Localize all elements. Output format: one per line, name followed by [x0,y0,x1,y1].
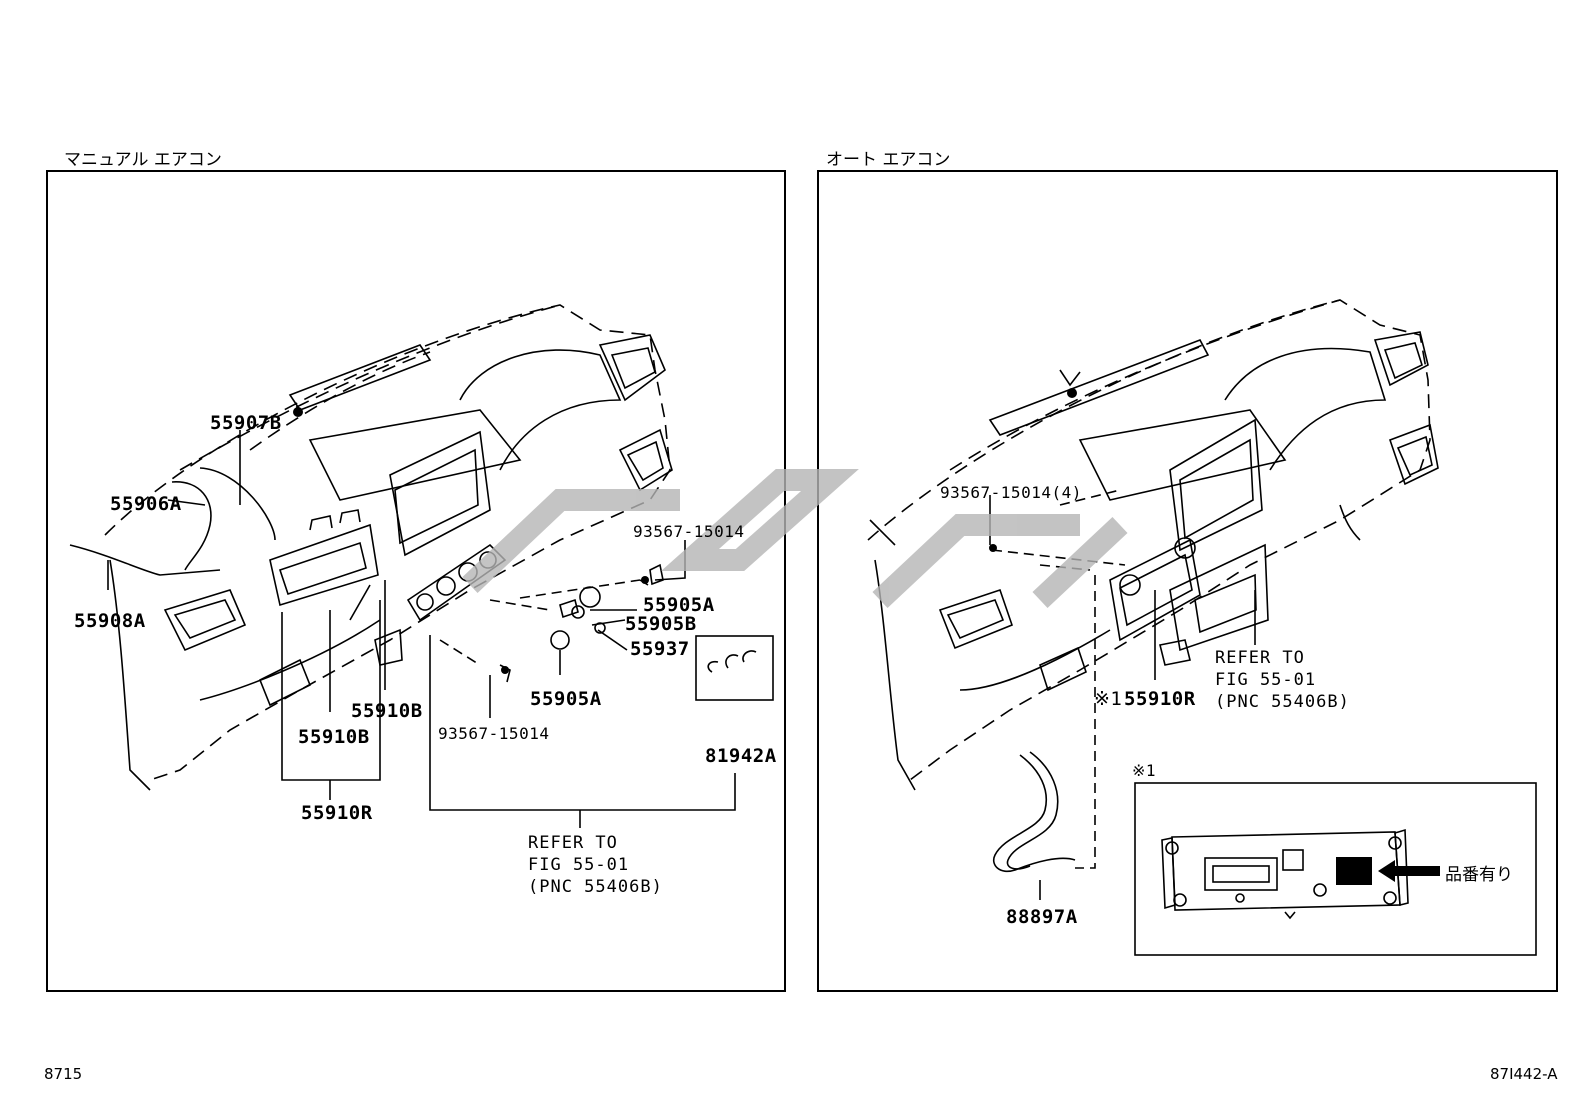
refer-line-2: FIG 55-01 [1215,670,1317,690]
part-number-label-marker [1336,857,1372,885]
part-label-55905B: 55905B [625,613,697,635]
part-label-93567-15014-bottom: 93567-15014 [438,724,550,743]
part-label-55908A: 55908A [74,610,146,632]
part-label-93567-15014-qty4: 93567-15014(4) [940,483,1082,502]
manual-ac-title: マニュアル エアコン [64,150,222,170]
arrow-icon [1378,860,1440,882]
refer-line-2: FIG 55-01 [528,855,630,875]
footer-right-code: 87I442-A [1490,1065,1558,1083]
refer-line-1: REFER TO [528,833,618,853]
auto-dashboard-illustration [867,299,1439,791]
part-label-55906A: 55906A [110,493,182,515]
refer-line-1: REFER TO [1215,648,1305,668]
part-label-55910B-right: 55910B [351,700,423,722]
refer-line-3: (PNC 55406B) [1215,692,1350,712]
part-label-55910B-left: 55910B [298,726,370,748]
footer-left-code: 8715 [44,1065,83,1083]
auto-ac-panel [817,170,1558,992]
part-label-55910R-auto: 55910R [1124,688,1196,710]
part-label-55937: 55937 [630,638,690,660]
auto-ac-title: オート エアコン [826,150,951,170]
inset-box [1134,782,1537,956]
part-label-55910R: 55910R [301,802,373,824]
part-label-55905A-upper: 55905A [643,594,715,616]
part-number-present-note: 品番有り [1445,865,1513,885]
control-unit-back-illustration [1161,828,1409,920]
note-mark-1: ※1 [1094,688,1123,710]
part-label-88897A: 88897A [1006,906,1078,928]
part-label-55907B: 55907B [210,412,282,434]
watermark-logo [462,469,1128,609]
part-label-81942A: 81942A [705,745,777,767]
manual-leader-lines [107,430,736,828]
part-81942A-box [695,635,774,701]
part-label-55905A-lower: 55905A [530,688,602,710]
refer-line-3: (PNC 55406B) [528,877,663,897]
manual-ac-panel [46,170,786,992]
inset-note-mark: ※1 [1132,761,1157,780]
part-label-93567-15014-top: 93567-15014 [633,522,745,541]
